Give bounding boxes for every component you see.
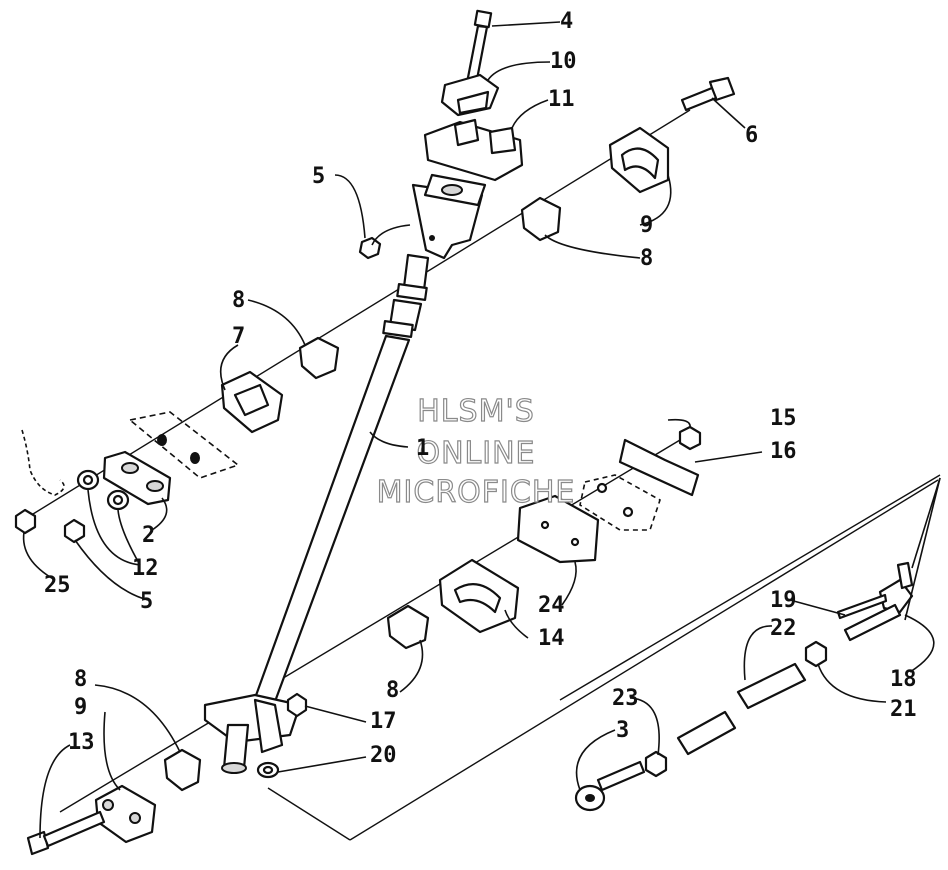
callout-8-lower: 8: [386, 678, 399, 703]
callout-7: 7: [232, 324, 245, 349]
nut-21: [804, 640, 828, 668]
clamp-14: [438, 558, 520, 634]
bushing-8-upper: [520, 196, 562, 242]
callout-12: 12: [132, 556, 159, 581]
bushing-8-bottom: [163, 748, 202, 792]
callout-17: 17: [370, 709, 397, 734]
callout-6: 6: [745, 123, 758, 148]
tie-rod-end-18: [843, 561, 914, 642]
callout-9-upper: 9: [640, 213, 653, 238]
callout-18: 18: [890, 667, 917, 692]
callout-20: 20: [370, 743, 397, 768]
callout-14: 14: [538, 626, 565, 651]
callout-8-mid: 8: [232, 288, 245, 313]
bushing-8-lower: [386, 604, 430, 650]
bolt-13: [26, 810, 106, 856]
tie-rod-tube-22: [676, 662, 807, 756]
watermark-line-2: ONLINE: [416, 436, 535, 471]
tie-rod-end-3: [574, 760, 646, 812]
bolt-6: [680, 76, 736, 112]
nut-17: [286, 692, 308, 718]
cable: [21, 429, 65, 496]
clamp-9-upper: [608, 126, 670, 194]
washers-12: [76, 469, 130, 511]
nut-23: [644, 750, 668, 778]
callout-10: 10: [550, 49, 577, 74]
steering-post: [203, 173, 487, 774]
callout-15: 15: [770, 406, 797, 431]
callout-9-lower: 9: [74, 695, 87, 720]
watermark: HLSM'S ONLINE MICROFICHE: [376, 393, 576, 510]
frame-section: [128, 411, 240, 479]
callout-5-upper: 5: [312, 164, 325, 189]
nut-5-upper: [358, 236, 382, 260]
callout-1: 1: [416, 436, 429, 461]
clamp-7: [220, 370, 284, 434]
clamp-9-lower: [94, 784, 157, 844]
callout-19: 19: [770, 588, 797, 613]
callout-8-upper: 8: [640, 246, 653, 271]
watermark-line-1: HLSM'S: [417, 394, 535, 429]
callout-11: 11: [548, 87, 575, 112]
watermark-line-3: MICROFICHE: [377, 475, 576, 510]
callout-21: 21: [890, 697, 917, 722]
callout-24: 24: [538, 593, 565, 618]
assembly-center-lines: [19, 109, 941, 841]
leader-lines: [22, 21, 941, 839]
callout-2: 2: [142, 523, 155, 548]
washer-20: [256, 761, 280, 779]
callout-8-bottom: 8: [74, 667, 87, 692]
clamp-cap-10: [440, 73, 500, 117]
callout-5-lower: 5: [140, 589, 153, 614]
callout-3: 3: [616, 718, 629, 743]
callout-23: 23: [612, 686, 639, 711]
callout-labels: 4 10 11 6 5 9 8 8 7 1 15 16 2 12 25 5 24…: [44, 9, 917, 768]
callout-22: 22: [770, 616, 797, 641]
cotter-pin-19: [836, 593, 888, 620]
plate-16: [618, 438, 700, 497]
clamp-block-11: [423, 118, 524, 182]
nut-5-lower: [63, 518, 86, 544]
frame-bracket: [579, 474, 661, 531]
bushing-8-mid: [298, 336, 340, 380]
plate-24: [516, 494, 600, 564]
callout-16: 16: [770, 439, 797, 464]
nut-25: [14, 508, 37, 535]
callout-25: 25: [44, 573, 71, 598]
callout-13: 13: [68, 730, 95, 755]
callout-4: 4: [560, 9, 573, 34]
nut-15: [678, 425, 702, 451]
bracket-2: [102, 450, 172, 506]
